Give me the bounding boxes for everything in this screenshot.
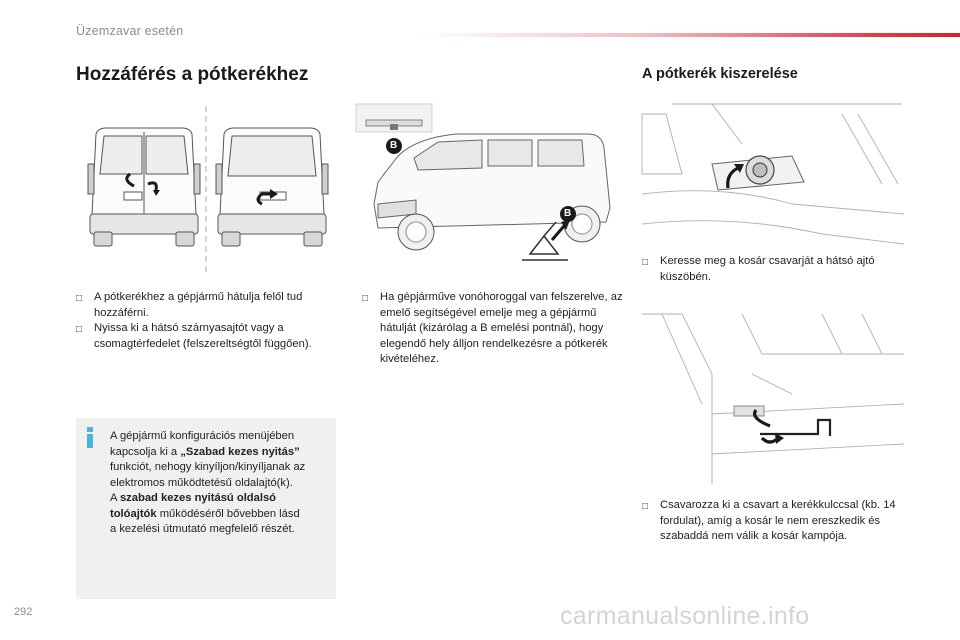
list-item: □ Nyissa ki a hátsó szárnyasajtót vagy a… [76, 321, 338, 352]
van-rear-illustration [87, 106, 329, 276]
checkbox-bullet-icon: □ [642, 501, 649, 512]
lift-point-label-van: B [564, 208, 572, 219]
wheel-wrench-illustration [642, 313, 905, 484]
watermark: carmanualsonline.info [560, 602, 810, 630]
checkbox-bullet-icon: □ [76, 324, 83, 335]
list-item: □ Ha gépjárműve vonóhoroggal van felszer… [362, 290, 624, 368]
van-jack-illustration [355, 103, 611, 261]
list-item: □ A pótkerékhez a gépjármű hátulja felől… [76, 290, 338, 321]
page-number: 292 [14, 606, 33, 618]
checkbox-bullet-icon: □ [76, 293, 83, 304]
page-heading: Hozzáférés a pótkerékhez [76, 64, 309, 85]
header-accent-bar [420, 33, 960, 37]
lift-point-marker-icon [386, 138, 402, 154]
info-box [76, 418, 336, 599]
checkbox-bullet-icon: □ [362, 293, 369, 304]
section-title: Üzemzavar esetén [76, 24, 184, 38]
tailgate-arrow-icon [256, 192, 270, 206]
right-heading: A pótkerék kiszerelése [642, 66, 798, 82]
lift-point-label-inset: B [390, 140, 398, 151]
info-text: A gépjármű konfigurációs menüjében kapcs… [110, 430, 306, 535]
door-open-arrow-icon [125, 172, 135, 188]
spare-wheel-bolt-illustration [641, 103, 905, 245]
list-item: □ Csavarozza ki a csavart a kerékkulccsa… [642, 498, 908, 545]
list-item: □ Keresse meg a kosár csavarját a hátsó … [642, 254, 908, 285]
checkbox-bullet-icon: □ [642, 257, 649, 268]
info-icon [86, 427, 94, 449]
